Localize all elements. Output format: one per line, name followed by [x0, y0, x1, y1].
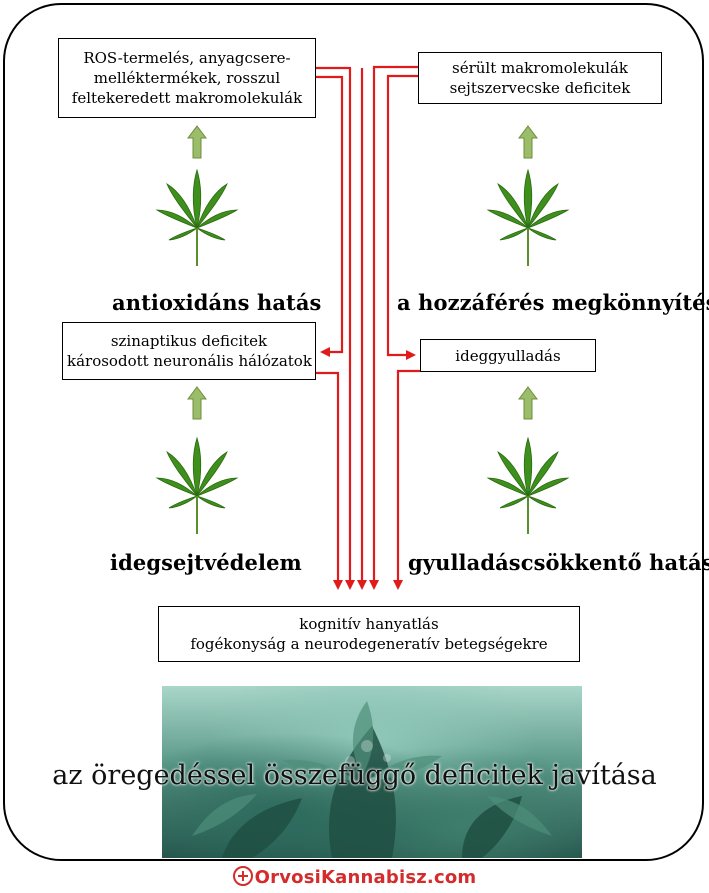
- watermark: OrvosiKannabisz.com: [0, 866, 709, 888]
- box-cognitive-decline: kognitív hanyatlás fogékonyság a neurode…: [158, 606, 580, 662]
- photo-title: az öregedéssel összefüggő deficitek javí…: [52, 760, 657, 791]
- box-line: szinaptikus deficitek: [110, 332, 268, 350]
- box-line: feltekeredett makromolekulák: [71, 89, 303, 107]
- box-line: melléktermékek, rosszul: [93, 69, 281, 87]
- label-anti-inflammatory: gyulladáscsökkentő hatás: [408, 550, 709, 575]
- box-damaged-macromolecules: sérült makromolekulák sejtszervecske def…: [418, 52, 662, 104]
- watermark-text: OrvosiKannabisz.com: [254, 867, 477, 888]
- box-ros-production: ROS-termelés, anyagcsere- melléktermékek…: [58, 38, 316, 118]
- label-neuroprotection: idegsejtvédelem: [110, 550, 302, 575]
- connector-damaged-cognitive: [369, 65, 418, 590]
- label-access: a hozzáférés megkönnyítése: [397, 290, 709, 315]
- connector-ros-synaptic: [316, 75, 344, 357]
- box-neuroinflammation: ideggyulladás: [420, 339, 596, 372]
- cannabis-plant-photo-art: [192, 701, 552, 858]
- box-synaptic-deficits: szinaptikus deficitek károsodott neuroná…: [62, 322, 316, 380]
- connector-synaptic-cognitive: [316, 371, 343, 590]
- connector-inflammation-cognitive: [393, 369, 420, 590]
- up-arrow-anti-inflammatory: [518, 386, 538, 420]
- box-line: kognitív hanyatlás: [299, 615, 439, 633]
- box-line: sejtszervecske deficitek: [449, 79, 631, 97]
- cannabis-leaf-icon: [155, 168, 239, 266]
- cannabis-leaf-icon: [486, 168, 570, 266]
- medical-cross-icon: [232, 866, 253, 886]
- box-line: ideggyulladás: [455, 346, 561, 365]
- up-arrow-antioxidant: [187, 125, 207, 159]
- box-line: fogékonyság a neurodegeneratív betegsége…: [190, 635, 548, 653]
- up-arrow-access: [518, 125, 538, 159]
- cannabis-leaf-icon: [486, 436, 570, 534]
- connector-damaged-inflammation: [386, 74, 418, 360]
- up-arrow-neuroprotection: [187, 386, 207, 420]
- box-line: ROS-termelés, anyagcsere-: [83, 49, 291, 67]
- rounded-frame: [3, 3, 704, 861]
- connector-ros-cognitive: [316, 66, 355, 590]
- cannabis-leaf-icon: [155, 436, 239, 534]
- box-line: sérült makromolekulák: [452, 59, 628, 77]
- cannabis-plant-photo: [162, 686, 582, 858]
- box-line: károsodott neuronális hálózatok: [67, 352, 312, 370]
- label-antioxidant: antioxidáns hatás: [112, 290, 322, 315]
